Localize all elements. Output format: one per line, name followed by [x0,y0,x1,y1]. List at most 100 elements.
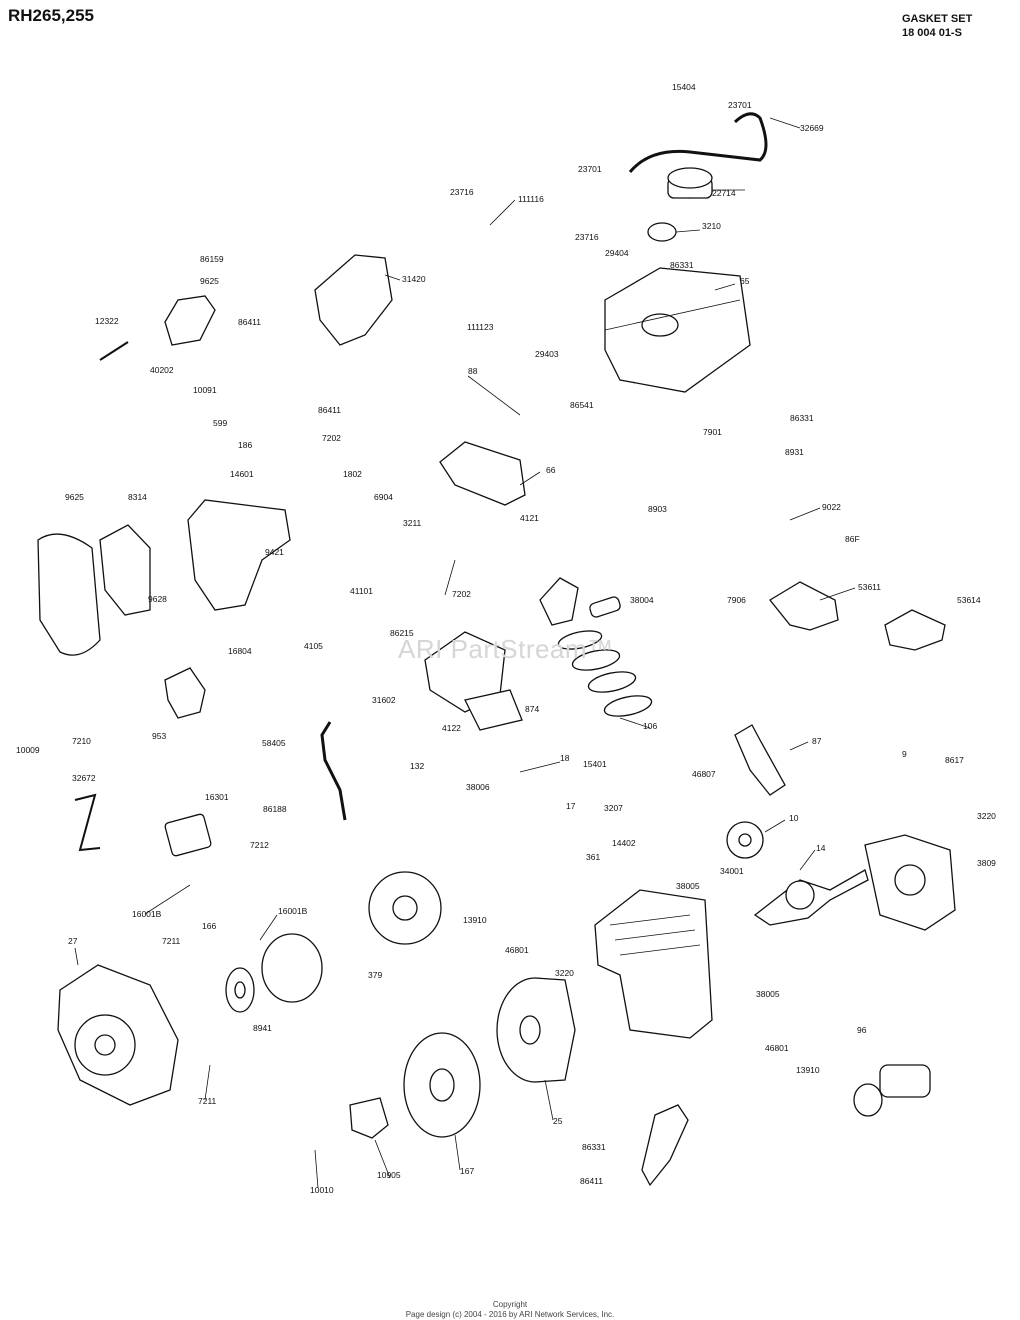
callout-361: 361 [586,852,600,862]
callout-87: 87 [812,736,822,746]
callout-8941: 8941 [253,1023,272,1033]
control-bracket-2 [884,609,946,651]
footer-page-design: Page design (c) 2004 - 2016 by ARI Netwo… [405,1310,615,1319]
callout-23701-b: 23701 [578,164,602,174]
callout-9: 9 [902,749,907,759]
flywheel [496,977,576,1083]
callout-58405: 58405 [262,738,286,748]
callout-14402: 14402 [612,838,636,848]
connecting-rod [734,724,786,796]
starter-pulley [225,967,255,1013]
callout-3809: 3809 [977,858,996,868]
model-title: RH265,255 [8,6,95,25]
callout-38005-b: 38005 [756,989,780,999]
intake-tube [539,577,621,626]
callout-16001B: 16001B [132,909,162,919]
callout-111116: 111116 [518,194,544,204]
gasket-set-number: 18 004 01-S [902,27,962,39]
callout-874: 874 [525,704,539,714]
callout-7212: 7212 [250,840,269,850]
baffle-bracket [641,1104,689,1187]
recoil-starter-housing [57,964,179,1106]
callout-16001B-b: 16001B [278,906,308,916]
callout-8314: 8314 [128,492,147,502]
callout-7906: 7906 [727,595,746,605]
callout-86411: 86411 [238,317,261,327]
control-bracket-1 [769,581,839,631]
engine-block [594,889,713,1039]
callout-31420: 31420 [402,274,426,284]
callout-25: 25 [553,1116,563,1126]
callout-953: 953 [152,731,166,741]
recoil-spring [261,933,323,1003]
callout-9625: 9625 [200,276,219,286]
muffler [439,441,526,506]
callout-6904: 6904 [374,492,393,502]
callout-3210: 3210 [702,221,721,231]
callout-86331-b: 86331 [790,413,814,423]
callout-66: 66 [546,465,556,475]
gasket-set-label: GASKET SET [902,13,973,25]
callout-86331: 86331 [670,260,694,270]
governor-arm-linkage [74,793,101,852]
air-cleaner-cover-small [164,295,216,346]
callout-41101: 41101 [350,586,373,596]
callout-9628: 9628 [148,594,167,604]
callout-15401: 15401 [583,759,607,769]
spring [99,341,129,361]
callout-3220: 3220 [977,811,996,821]
flywheel-fan [403,1032,481,1138]
callout-9421: 9421 [265,547,284,557]
callout-166: 166 [202,921,216,931]
callout-167: 167 [460,1166,474,1176]
callout-86411-b: 86411 [318,405,341,415]
callout-10: 10 [789,813,799,823]
callout-599: 599 [213,418,227,428]
callout-7210: 7210 [72,736,91,746]
callout-46801: 46801 [505,945,529,955]
throttle-bracket [314,254,393,346]
callout-4105: 4105 [304,641,323,651]
callout-9022: 9022 [822,502,841,512]
callout-4122: 4122 [442,723,461,733]
callout-3211: 3211 [403,518,422,528]
callout-22714: 22714 [712,188,736,198]
callout-7202-b: 7202 [452,589,471,599]
callout-17: 17 [566,801,576,811]
callout-29403: 29403 [535,349,559,359]
callout-34001: 34001 [720,866,744,876]
callout-4121: 4121 [520,513,539,523]
callout-10010: 10010 [310,1185,334,1195]
callout-40202: 40202 [150,365,174,375]
carburetor [164,667,206,719]
callout-29404: 29404 [605,248,629,258]
callout-111123: 111123 [467,322,494,332]
fuel-line [628,112,768,173]
callout-13910-b: 13910 [796,1065,820,1075]
ignition-coil [164,813,212,857]
air-filter-element [99,524,151,616]
callout-46801-b: 46801 [765,1043,789,1053]
callout-labels: 15404 23701 32669 23701 22714 23716 1111… [16,82,996,1195]
footer-copyright: Copyright [492,1300,528,1309]
air-filter-cover [37,533,101,656]
callout-31602: 31602 [372,695,396,705]
callout-379: 379 [368,970,382,980]
spark-plug-wire [320,721,347,821]
crankcase-cover [864,834,956,931]
callout-7211: 7211 [162,936,181,946]
callout-38005: 38005 [676,881,700,891]
cap-gasket [647,222,677,242]
callout-132: 132 [410,761,424,771]
callout-7211-b: 7211 [198,1096,217,1106]
callout-38006: 38006 [466,782,490,792]
callout-86331-c: 86331 [582,1142,606,1152]
watermark: ARI PartStream™ [398,634,614,664]
callout-7202: 7202 [322,433,341,443]
callout-16804: 16804 [228,646,252,656]
gasket-set-info: GASKET SET 18 004 01-S [902,12,972,40]
callout-18: 18 [560,753,570,763]
callout-10009: 10009 [16,745,40,755]
callout-23716-b: 23716 [575,232,599,242]
